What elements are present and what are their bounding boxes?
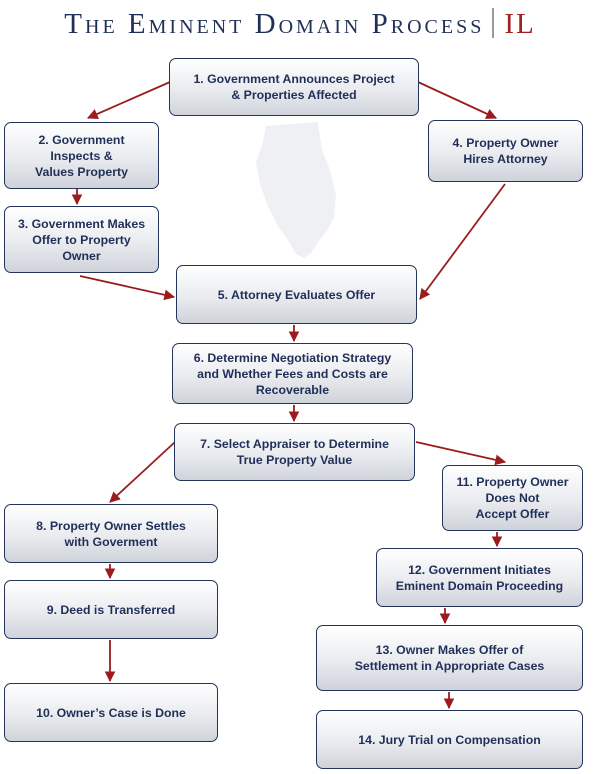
step-10-box: 10. Owner’s Case is Done — [4, 683, 218, 742]
step-9-label: 9. Deed is Transferred — [46, 602, 176, 617]
step-1-label: 1. Government Announces Project & Proper… — [193, 72, 395, 102]
step-8-box: 8. Property Owner Settles with Goverment — [4, 504, 218, 563]
step-13-label: 13. Owner Makes Offer of Settlement in A… — [354, 643, 545, 673]
step-12-box: 12. Government Initiates Eminent Domain … — [376, 548, 583, 607]
step-6-box: 6. Determine Negotiation Strategy and Wh… — [172, 343, 413, 404]
step-14-label: 14. Jury Trial on Compensation — [358, 732, 541, 747]
arrow-7-8 — [109, 441, 176, 503]
step-9-box: 9. Deed is Transferred — [4, 580, 218, 639]
title-main: The Eminent Domain Process — [64, 8, 485, 40]
arrow-1-4 — [417, 81, 497, 119]
step-14-box: 14. Jury Trial on Compensation — [316, 710, 583, 769]
arrow-3-5 — [79, 275, 176, 301]
step-1-box: 1. Government Announces Project & Proper… — [169, 58, 419, 116]
step-4-box: 4. Property Owner Hires Attorney — [428, 120, 583, 182]
step-2-label: 2. Government Inspects & Values Property — [35, 132, 128, 179]
step-12-label: 12. Government Initiates Eminent Domain … — [395, 562, 564, 593]
step-10-label: 10. Owner’s Case is Done — [36, 705, 186, 720]
step-6-label: 6. Determine Negotiation Strategy and Wh… — [193, 350, 392, 397]
arrow-4-5 — [419, 183, 506, 300]
step-11-box: 11. Property Owner Does Not Accept Offer — [442, 465, 583, 531]
title-state: IL — [504, 8, 536, 40]
step-7-label: 7. Select Appraiser to Determine True Pr… — [200, 437, 389, 467]
arrow-1-2 — [87, 81, 171, 120]
step-3-label: 3. Government Makes Offer to Property Ow… — [17, 216, 146, 263]
step-5-box: 5. Attorney Evaluates Offer — [176, 265, 417, 324]
step-8-label: 8. Property Owner Settles with Goverment — [36, 518, 186, 549]
step-11-label: 11. Property Owner Does Not Accept Offer — [456, 475, 569, 521]
step-13-box: 13. Owner Makes Offer of Settlement in A… — [316, 625, 583, 691]
step-2-box: 2. Government Inspects & Values Property — [4, 122, 159, 189]
step-3-box: 3. Government Makes Offer to Property Ow… — [4, 206, 159, 273]
step-5-label: 5. Attorney Evaluates Offer — [217, 287, 376, 302]
illinois-map-silhouette — [256, 122, 336, 258]
title-divider — [492, 8, 495, 38]
page-title: The Eminent Domain Process IL — [0, 8, 600, 44]
step-7-box: 7. Select Appraiser to Determine True Pr… — [174, 423, 415, 481]
arrow-7-11 — [415, 441, 507, 466]
step-4-label: 4. Property Owner Hires Attorney — [452, 136, 559, 166]
